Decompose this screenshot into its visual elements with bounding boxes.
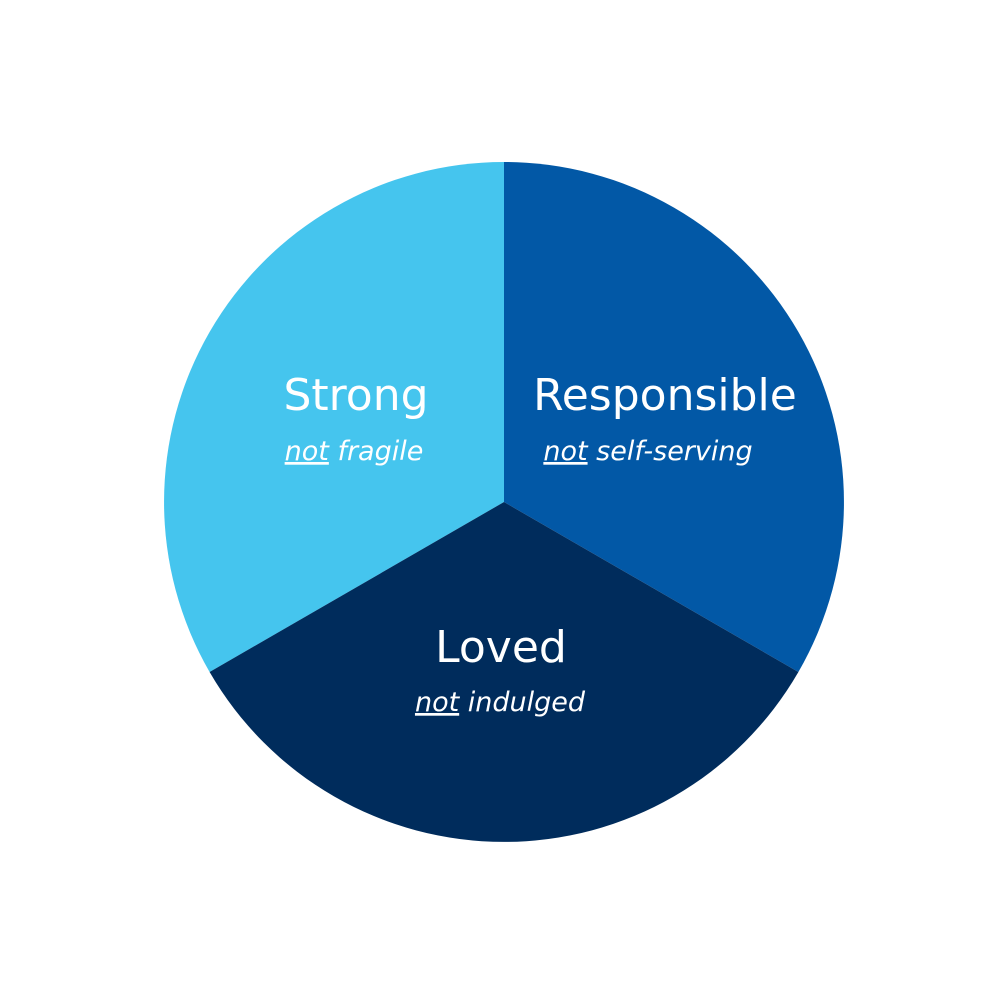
segment-loved-title: Loved [435, 622, 567, 673]
segment-strong-contrast: fragile [337, 436, 423, 467]
segment-strong-spacer [329, 436, 338, 467]
segment-responsible-title: Responsible [533, 370, 797, 421]
segment-responsible-subtitle: not self-serving [543, 436, 752, 467]
segment-loved-subtitle: not indulged [415, 687, 586, 718]
segment-loved [209, 502, 799, 842]
segment-responsible [504, 162, 844, 672]
segment-strong-title: Strong [283, 370, 428, 421]
segment-loved-contrast: indulged [468, 687, 586, 718]
segment-strong [164, 162, 504, 672]
segment-strong-negation: not [285, 436, 331, 467]
segment-responsible-spacer [588, 436, 597, 467]
segment-loved-negation: not [415, 687, 461, 718]
segment-responsible-negation: not [543, 436, 589, 467]
segment-responsible-contrast: self-serving [596, 436, 752, 467]
segment-strong-subtitle: not fragile [285, 436, 424, 467]
segment-loved-spacer [459, 687, 468, 718]
